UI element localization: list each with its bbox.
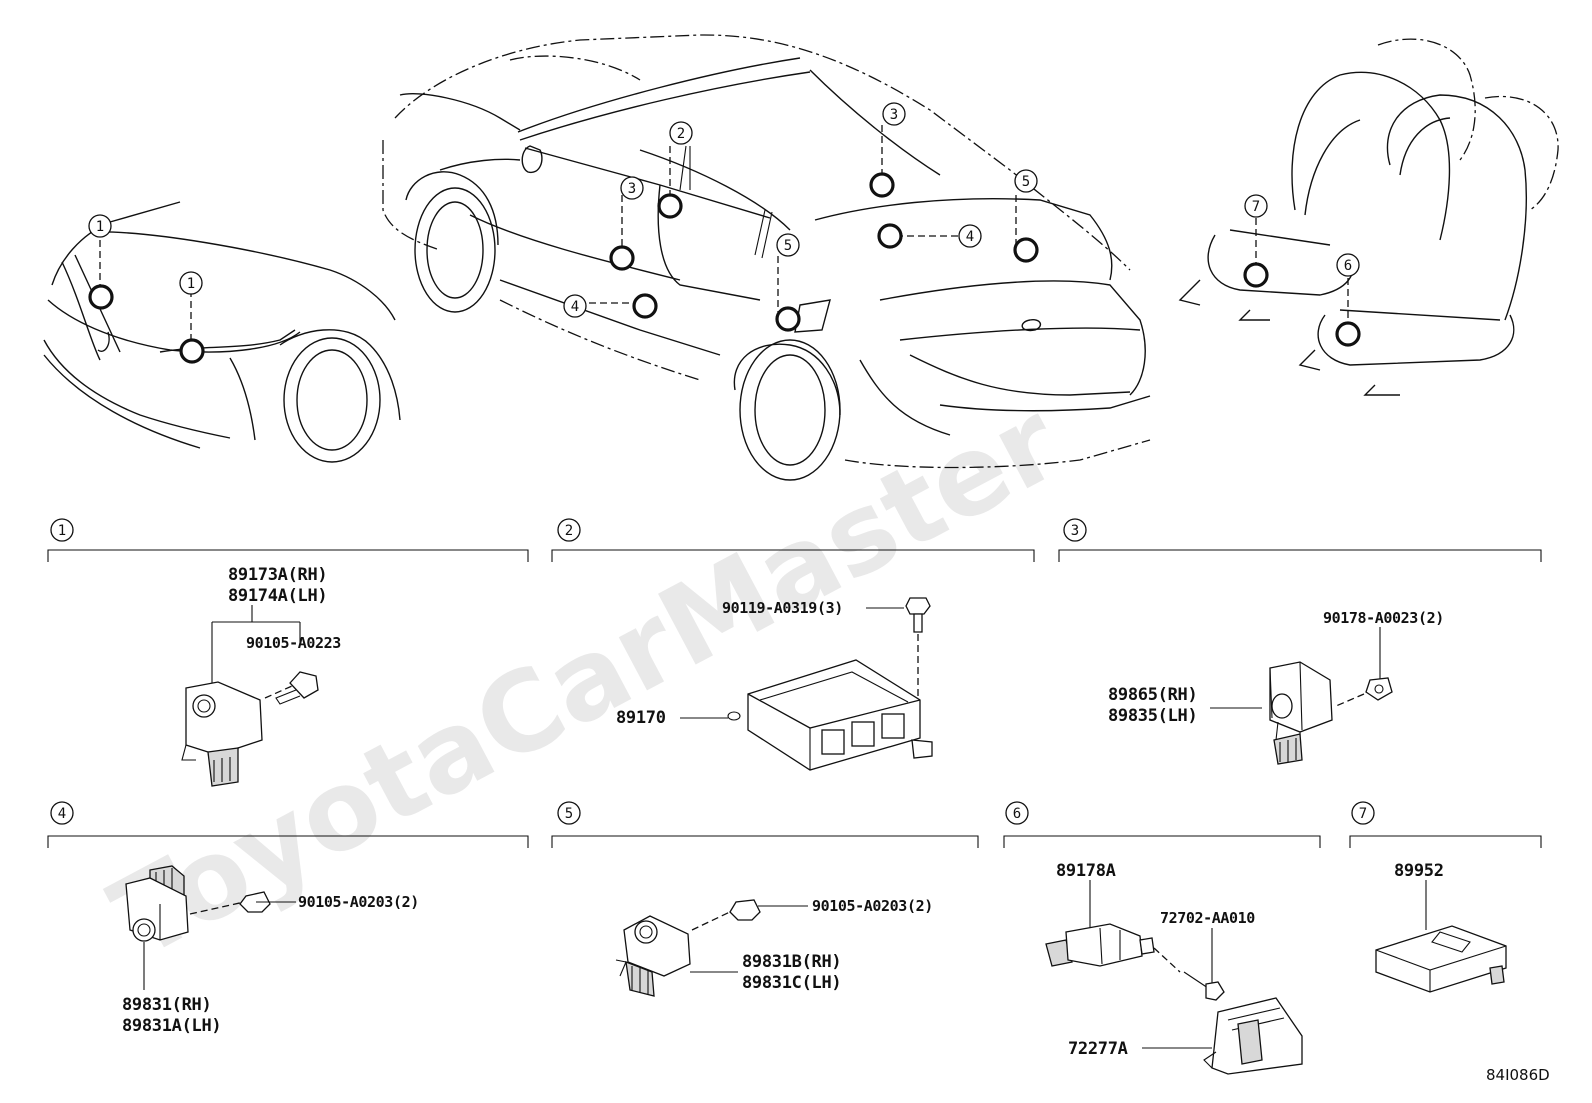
section-5-badge (557, 801, 581, 825)
callout-5b (1014, 169, 1038, 193)
section-7: 7 (1349, 801, 1542, 848)
part-number-90105-a0203-s4: 90105-A0203(2) (298, 893, 419, 911)
callout-7-label: 7 (1252, 199, 1260, 215)
car-illustration: 2 3 3 4 4 5 5 (382, 34, 1151, 481)
section-7-number: 7 (1359, 806, 1367, 822)
callout-4b-label: 4 (966, 229, 974, 245)
callout-1a (88, 214, 112, 238)
callout-4b (958, 224, 982, 248)
section-6-badge (1005, 801, 1029, 825)
locator-dot-3a (609, 245, 635, 271)
section-6-content: 89178A 72702-AA010 72277A (1045, 861, 1303, 1075)
part-number-89831c: 89831C(LH) (742, 973, 841, 993)
callout-3b-label: 3 (890, 107, 898, 123)
door-sensor-part (125, 865, 189, 942)
locator-dot-2 (657, 193, 683, 219)
locator-dot-4b (877, 223, 903, 249)
section-1-content: 89173A(RH) 89174A(LH) 90105-A0223 (181, 565, 342, 787)
part-number-89865: 89865(RH) (1108, 685, 1197, 705)
watermark: ToyotaCarMaster (92, 377, 1079, 983)
callout-6 (1336, 253, 1360, 277)
locator-dot-5a (775, 306, 801, 332)
nut-90178-a0023 (1365, 677, 1393, 701)
callout-3b (882, 102, 906, 126)
rear-sensor-part (615, 915, 691, 997)
part-number-89173a: 89173A(RH) (228, 565, 327, 585)
section-3-number: 3 (1071, 523, 1079, 539)
callout-2-label: 2 (677, 126, 685, 142)
callout-3a-label: 3 (628, 181, 636, 197)
locator-dot-3b (869, 172, 895, 198)
part-number-90178-a0023: 90178-A0023(2) (1323, 609, 1444, 627)
callout-5a (776, 233, 800, 257)
front-sensor-part (181, 681, 263, 787)
side-sensor-part (1269, 661, 1333, 765)
callout-5b-label: 5 (1022, 174, 1030, 190)
section-1-number: 1 (58, 523, 66, 539)
locator-dot-1a (88, 284, 114, 310)
section-2: 2 (551, 518, 1035, 562)
callout-4a (563, 294, 587, 318)
locator-dot-4a (632, 293, 658, 319)
part-number-90119-a0319: 90119-A0319(3) (722, 599, 843, 617)
bracket-72277a (1203, 997, 1303, 1075)
part-number-72277a: 72277A (1068, 1039, 1128, 1059)
callout-1a-label: 1 (96, 219, 104, 235)
section-4-number: 4 (58, 806, 66, 822)
section-3-content: 90178-A0023(2) 89865(RH) 89835(LH) (1108, 609, 1444, 765)
part-number-89952: 89952 (1394, 861, 1444, 881)
diagram-code: 84I086D (1486, 1066, 1550, 1084)
section-4-badge (50, 801, 74, 825)
bolt-90119-a0319 (905, 597, 931, 633)
part-number-89178a: 89178A (1056, 861, 1116, 881)
locator-dot-1b (179, 338, 205, 364)
section-7-content: 89952 (1375, 861, 1507, 993)
callout-7 (1244, 194, 1268, 218)
section-7-badge (1351, 801, 1375, 825)
part-number-89831b: 89831B(RH) (742, 952, 841, 972)
section-2-content: 90119-A0319(3) 89170 (616, 597, 933, 771)
section-5-content: 90105-A0203(2) 89831B(RH) 89831C(LH) (615, 897, 933, 997)
callout-2 (669, 121, 693, 145)
section-6: 6 (1003, 801, 1321, 848)
section-2-badge (557, 518, 581, 542)
part-number-72702-aa010: 72702-AA010 (1160, 909, 1255, 927)
part-number-89835: 89835(LH) (1108, 706, 1197, 726)
callout-1b-label: 1 (187, 276, 195, 292)
occupant-sensor-part (1375, 925, 1507, 993)
part-number-89831: 89831(RH) (122, 995, 211, 1015)
part-number-90105-a0223: 90105-A0223 (246, 634, 341, 652)
locator-dot-5b (1013, 237, 1039, 263)
section-6-number: 6 (1013, 806, 1021, 822)
part-number-89170: 89170 (616, 708, 666, 728)
section-4: 4 (47, 801, 529, 848)
seat-position-sensor-part (1045, 923, 1155, 967)
section-2-number: 2 (565, 523, 573, 539)
bolt-72702-aa010 (1183, 971, 1225, 1001)
bolt-90105-a0223 (275, 671, 319, 705)
section-5-number: 5 (565, 806, 573, 822)
callout-5a-label: 5 (784, 238, 792, 254)
section-1-badge (50, 518, 74, 542)
bolt-90105-a0203-s5 (729, 899, 761, 921)
part-number-90105-a0203-s5: 90105-A0203(2) (812, 897, 933, 915)
part-number-89831a: 89831A(LH) (122, 1016, 221, 1036)
section-1: 1 (47, 518, 529, 562)
part-number-89174a: 89174A(LH) (228, 586, 327, 606)
callout-1b (179, 271, 203, 295)
section-3: 3 (1058, 518, 1542, 562)
seats-illustration: 7 6 (1178, 38, 1559, 396)
section-3-badge (1063, 518, 1087, 542)
callout-6-label: 6 (1344, 258, 1352, 274)
section-5: 5 (551, 801, 979, 848)
locator-dot-6 (1335, 321, 1361, 347)
front-bumper-illustration: 1 1 (43, 201, 401, 463)
section-4-content: 90105-A0203(2) 89831(RH) 89831A(LH) (122, 865, 419, 1036)
locator-dot-7 (1243, 262, 1269, 288)
callout-3a (620, 176, 644, 200)
callout-4a-label: 4 (571, 299, 579, 315)
airbag-ecu-part (727, 659, 933, 771)
